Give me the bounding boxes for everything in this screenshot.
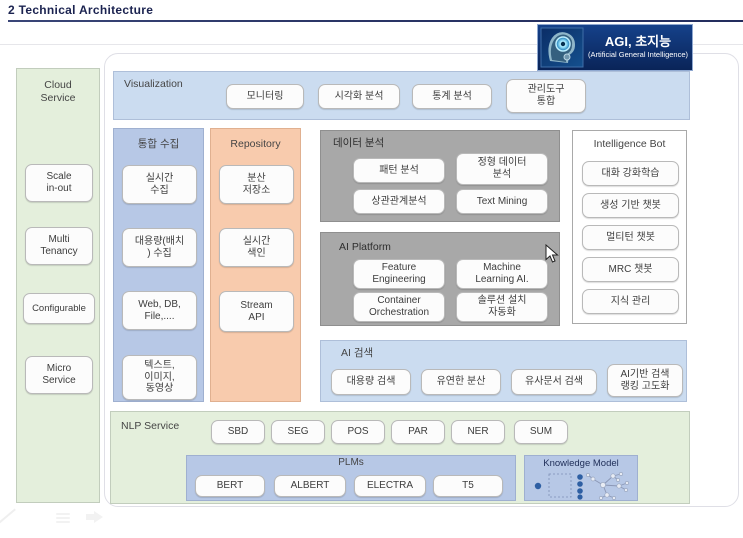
chip-configurable: Configurable <box>23 293 95 324</box>
ai-platform-panel: AI Platform Feature Engineering Machine … <box>320 232 560 326</box>
header-divider <box>0 44 743 45</box>
chip-micro-service: Micro Service <box>25 356 93 394</box>
robot-icon <box>540 27 584 68</box>
chip-mrc-chatbot: MRC 챗봇 <box>582 257 679 282</box>
repository-title: Repository <box>230 138 281 150</box>
chip-bert: BERT <box>195 475 265 497</box>
badge-subtitle: (Artificial General Intelligence) <box>587 49 689 59</box>
mouse-cursor-icon <box>545 243 559 269</box>
chip-multiturn-chatbot: 멀티턴 챗봇 <box>582 225 679 250</box>
chip-pattern-analysis: 패턴 분석 <box>353 158 445 183</box>
chip-t5: T5 <box>433 475 503 497</box>
chip-admin-tools: 관리도구 통합 <box>506 79 586 113</box>
ai-search-title: AI 검색 <box>341 347 374 359</box>
chip-pos: POS <box>331 420 385 444</box>
chip-par: PAR <box>391 420 445 444</box>
chip-distributed-storage: 분산 저장소 <box>219 165 294 204</box>
ai-platform-title: AI Platform <box>339 241 391 253</box>
title-underline <box>8 20 743 22</box>
list-icon <box>56 511 70 525</box>
chip-batch-collect: 대용량(배치 ) 수집 <box>122 228 197 267</box>
ingest-panel: 통합 수집 실시간 수집 대용량(배치 ) 수집 Web, DB, File,.… <box>113 128 204 402</box>
knowledge-model-title: Knowledge Model <box>543 458 619 469</box>
chip-dialog-rl: 대화 강화학습 <box>582 161 679 186</box>
page-title: 2 Technical Architecture <box>8 3 154 17</box>
chip-visual-analysis: 시각화 분석 <box>318 84 400 109</box>
content-frame <box>104 53 739 507</box>
nlp-service-panel: NLP Service SBD SEG POS PAR NER SUM PLMs… <box>110 411 690 504</box>
ingest-title: 통합 수집 <box>137 138 180 150</box>
right-arrow-icon <box>86 511 104 523</box>
chip-bigdata-search: 대용량 검색 <box>331 369 411 395</box>
intelligence-bot-title: Intelligence Bot <box>593 138 666 150</box>
chip-knowledge-management: 지식 관리 <box>582 289 679 314</box>
ai-search-panel: AI 검색 대용량 검색 유연한 분산 유사문서 검색 AI기반 검색 랭킹 고… <box>320 340 687 402</box>
chip-ai-ranking: AI기반 검색 랭킹 고도화 <box>607 364 683 397</box>
chip-correlation-analysis: 상관관계분석 <box>353 189 445 214</box>
chip-web-db-file: Web, DB, File,.... <box>122 291 197 330</box>
chip-solution-install-automation: 솔루션 설치 자동화 <box>456 292 548 322</box>
chip-flexible-distribution: 유연한 분산 <box>421 369 501 395</box>
intelligence-bot-panel: Intelligence Bot 대화 강화학습 생성 기반 챗봇 멀티턴 챗봇… <box>572 130 687 324</box>
plms-panel: PLMs BERT ALBERT ELECTRA T5 <box>186 455 516 501</box>
chip-machine-learning-ai: Machine Learning AI. <box>456 259 548 289</box>
chip-multi-tenancy: Multi Tenancy <box>25 227 93 265</box>
chip-similar-doc-search: 유사문서 검색 <box>511 369 597 395</box>
plms-title: PLMs <box>338 457 364 468</box>
chip-generative-chatbot: 생성 기반 챗봇 <box>582 193 679 218</box>
chip-text-image-video: 텍스트, 이미지, 동영상 <box>122 355 197 400</box>
chip-monitoring: 모니터링 <box>226 84 304 109</box>
chip-structured-data-analysis: 정형 데이터 분석 <box>456 153 548 185</box>
chip-sum: SUM <box>514 420 568 444</box>
cloud-service-title: Cloud Service <box>40 79 76 105</box>
nlp-service-title: NLP Service <box>121 420 180 432</box>
badge-title: AGI, 초지능 <box>604 34 672 50</box>
chip-electra: ELECTRA <box>354 475 426 497</box>
chip-text-mining: Text Mining <box>456 189 548 214</box>
chip-scale-in-out: Scale in-out <box>25 164 93 202</box>
visualization-title: Visualization <box>124 78 183 90</box>
chip-feature-engineering: Feature Engineering <box>353 259 445 289</box>
agi-badge: AGI, 초지능 (Artificial General Intelligenc… <box>537 24 693 71</box>
chip-realtime-collect: 실시간 수집 <box>122 165 197 204</box>
repository-panel: Repository 분산 저장소 실시간 색인 Stream API <box>210 128 301 402</box>
data-analysis-title: 데이터 분석 <box>333 137 385 149</box>
chip-stream-api: Stream API <box>219 291 294 332</box>
chip-realtime-index: 실시간 색인 <box>219 228 294 267</box>
knowledge-graph-icon <box>529 471 635 505</box>
chip-albert: ALBERT <box>274 475 346 497</box>
badge-text: AGI, 초지능 (Artificial General Intelligenc… <box>584 35 692 59</box>
data-analysis-panel: 데이터 분석 패턴 분석 정형 데이터 분석 상관관계분석 Text Minin… <box>320 130 560 222</box>
pencil-icon <box>0 508 18 526</box>
chip-seg: SEG <box>271 420 325 444</box>
chip-sbd: SBD <box>211 420 265 444</box>
knowledge-model-panel: Knowledge Model <box>524 455 638 501</box>
visualization-panel: Visualization 모니터링 시각화 분석 통계 분석 관리도구 통합 <box>113 71 690 120</box>
chip-container-orchestration: Container Orchestration <box>353 292 445 322</box>
cloud-service-panel: Cloud Service Scale in-out Multi Tenancy… <box>16 68 100 503</box>
chip-stat-analysis: 통계 분석 <box>412 84 492 109</box>
chip-ner: NER <box>451 420 505 444</box>
